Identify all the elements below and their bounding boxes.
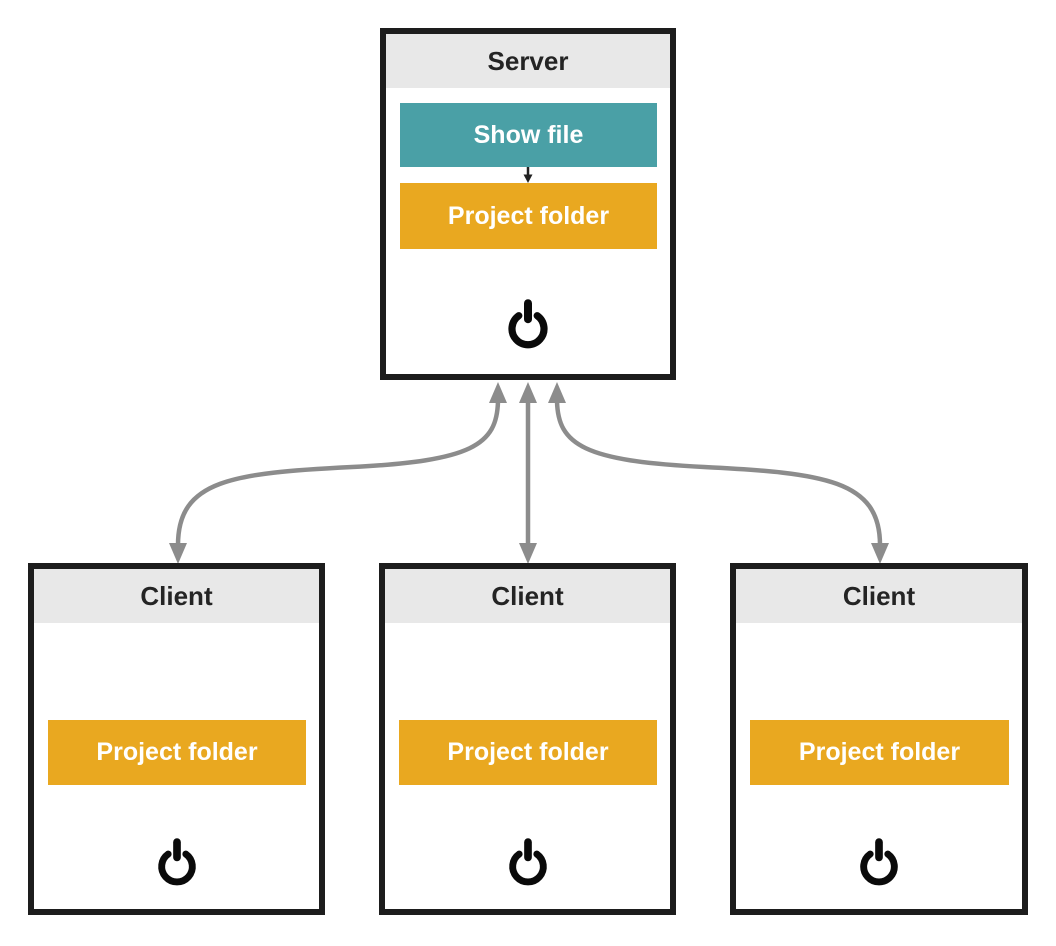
down-arrow-icon [523, 167, 533, 183]
client-left-title: Client [140, 581, 213, 611]
client-left-header: Client [34, 569, 319, 623]
client-box-left: Client Project folder [28, 563, 325, 915]
arrowhead-up-right [548, 382, 566, 403]
client-left-project-folder-node: Project folder [48, 720, 306, 785]
server-box: Server Show file Project folder [380, 28, 676, 380]
server-title: Server [487, 46, 569, 76]
arrowhead-up-left [489, 382, 507, 403]
show-file-node: Show file [400, 103, 657, 167]
client-right-title: Client [842, 581, 916, 611]
client-box-middle: Client Project folder [379, 563, 676, 915]
client-right-project-folder-node: Project folder [750, 720, 1009, 785]
arrowhead-down-middle [519, 543, 537, 564]
client-right-project-folder-label: Project folder [798, 738, 961, 766]
power-icon [508, 838, 547, 886]
power-icon [157, 838, 196, 886]
client-box-right: Client Project folder [730, 563, 1028, 915]
server-client-arrow-right [554, 400, 883, 546]
server-project-folder-node: Project folder [400, 183, 657, 249]
arrowhead-down-right [871, 543, 889, 564]
client-middle-project-folder-label: Project folder [447, 738, 609, 766]
client-right-header: Client [736, 569, 1022, 623]
power-icon [508, 299, 548, 349]
server-client-arrow-left [175, 400, 501, 546]
client-middle-header: Client [385, 569, 670, 623]
server-project-folder-label: Project folder [447, 201, 610, 230]
server-header: Server [386, 34, 670, 88]
client-middle-project-folder-node: Project folder [399, 720, 657, 785]
show-file-label: Show file [473, 120, 584, 149]
client-middle-title: Client [491, 581, 564, 611]
power-icon [860, 838, 898, 886]
arrowhead-down-left [169, 543, 187, 564]
client-left-project-folder-label: Project folder [96, 738, 258, 766]
arrowhead-up-middle [519, 382, 537, 403]
